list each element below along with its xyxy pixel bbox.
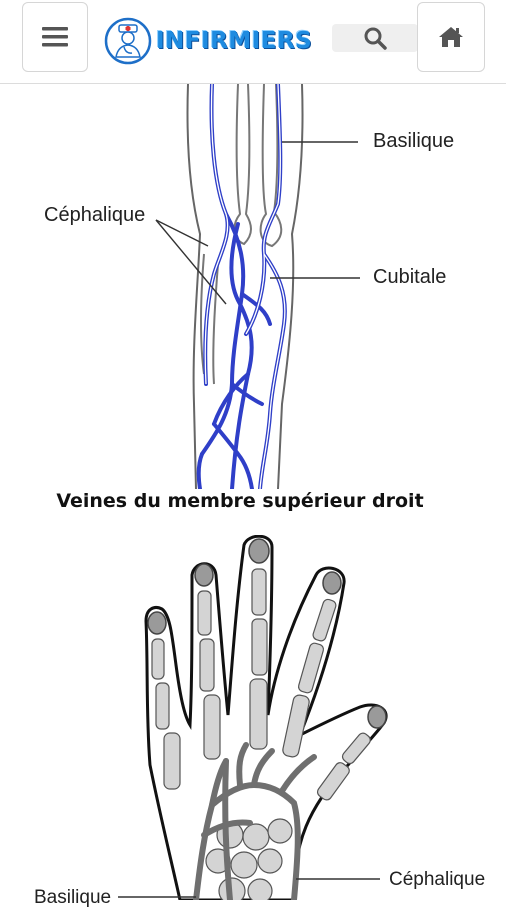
label-hand-cephalique: Céphalique	[389, 869, 486, 890]
label-basilique: Basilique	[373, 130, 455, 152]
hand-veins-drawing	[118, 534, 388, 905]
menu-button[interactable]	[22, 2, 88, 72]
arm-veins-illustration: Basilique Céphalique Cubitale	[0, 82, 506, 491]
hand-veins-illustration: Céphalique Basilique	[0, 534, 506, 908]
hamburger-menu-icon	[42, 27, 68, 47]
label-cubitale: Cubitale	[373, 266, 447, 288]
figure-caption: Veines du membre supérieur droit	[56, 490, 424, 512]
label-cephalique: Céphalique	[44, 204, 146, 226]
site-logo[interactable]: INFIRMIERS	[104, 16, 312, 66]
home-button[interactable]	[417, 2, 485, 72]
label-hand-basilique: Basilique	[34, 887, 112, 908]
nurse-logo-icon	[104, 17, 152, 65]
logo-text: INFIRMIERS	[156, 28, 313, 54]
search-button[interactable]	[332, 24, 418, 52]
top-header: INFIRMIERS	[0, 0, 506, 84]
arm-veins-drawing	[155, 82, 360, 491]
home-icon	[439, 27, 463, 47]
search-icon	[364, 27, 387, 50]
